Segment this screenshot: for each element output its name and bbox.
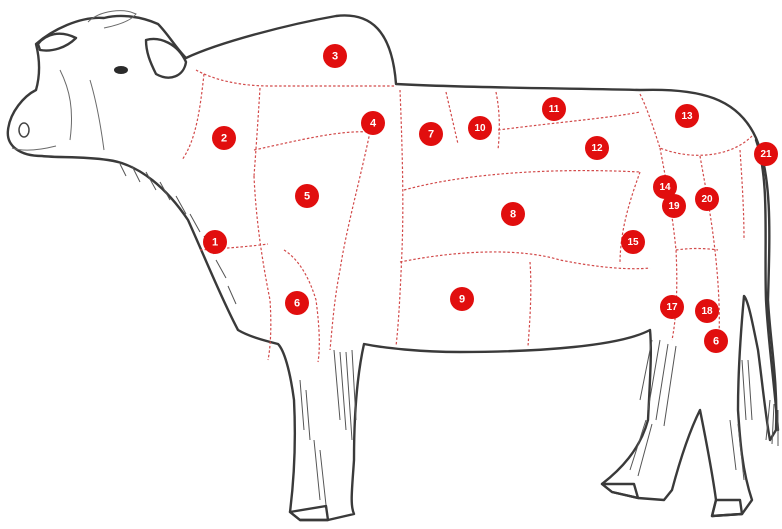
- cut-badge-4: 4: [361, 111, 385, 135]
- cut-badge-label: 3: [332, 51, 338, 63]
- cow-outline: [8, 15, 777, 520]
- cut-badge-label: 1: [212, 237, 218, 249]
- cut-badge-label: 7: [428, 129, 434, 141]
- front-hoof-1: [290, 506, 328, 520]
- cut-badge-10: 10: [468, 116, 492, 140]
- cut-badge-label: 20: [701, 194, 713, 205]
- ear-right: [146, 39, 186, 78]
- cut-badge-label: 15: [627, 237, 639, 248]
- eye: [114, 66, 128, 74]
- mouth: [12, 146, 56, 150]
- cut-badge-label: 8: [510, 209, 516, 221]
- nostril: [19, 123, 29, 137]
- cut-badge-18: 19: [662, 194, 686, 218]
- ear-left: [38, 34, 76, 51]
- front-leg-shading: [300, 350, 356, 505]
- cut-badge-label: 19: [668, 201, 680, 212]
- cut-badge-label: 14: [659, 182, 671, 193]
- cut-badge-15: 15: [621, 230, 645, 254]
- cut-badge-11: 11: [542, 97, 566, 121]
- cut-badge-label: 6: [294, 298, 300, 310]
- cut-badge-label: 9: [459, 294, 465, 306]
- cut-badge-8: 8: [501, 202, 525, 226]
- cut-badge-label: 10: [474, 123, 486, 134]
- cut-badge-21: 6: [704, 329, 728, 353]
- hind-hoof-2: [712, 500, 742, 516]
- hind-hoof-1: [602, 484, 638, 498]
- cut-badge-label: 12: [591, 143, 603, 154]
- cut-badge-label: 18: [701, 306, 713, 317]
- cut-badge-17: 18: [695, 299, 719, 323]
- cut-badge-7: 7: [419, 122, 443, 146]
- cut-badge-label: 21: [760, 149, 772, 160]
- cut-badge-6: 6: [285, 291, 309, 315]
- cut-badge-20: 21: [754, 142, 778, 166]
- cut-badge-label: 6: [713, 336, 719, 348]
- cut-badge-label: 17: [666, 302, 678, 313]
- cut-badge-9: 9: [450, 287, 474, 311]
- cut-badge-label: 13: [681, 111, 693, 122]
- cut-badge-16: 17: [660, 295, 684, 319]
- horn: [88, 11, 136, 28]
- cut-badge-label: 5: [304, 191, 310, 203]
- hind-leg-shading: [630, 340, 752, 480]
- head-shading: [60, 70, 104, 150]
- cut-badge-label: 2: [221, 133, 227, 145]
- cut-badge-label: 4: [370, 118, 377, 130]
- cut-badge-19: 20: [695, 187, 719, 211]
- cut-badge-3: 3: [323, 44, 347, 68]
- cut-badge-5: 5: [295, 184, 319, 208]
- cut-badge-13: 13: [675, 104, 699, 128]
- cut-badge-2: 2: [212, 126, 236, 150]
- cut-badge-12: 12: [585, 136, 609, 160]
- cut-badge-label: 11: [549, 104, 560, 115]
- cut-badge-1: 1: [203, 230, 227, 254]
- cut-lines: [182, 70, 752, 362]
